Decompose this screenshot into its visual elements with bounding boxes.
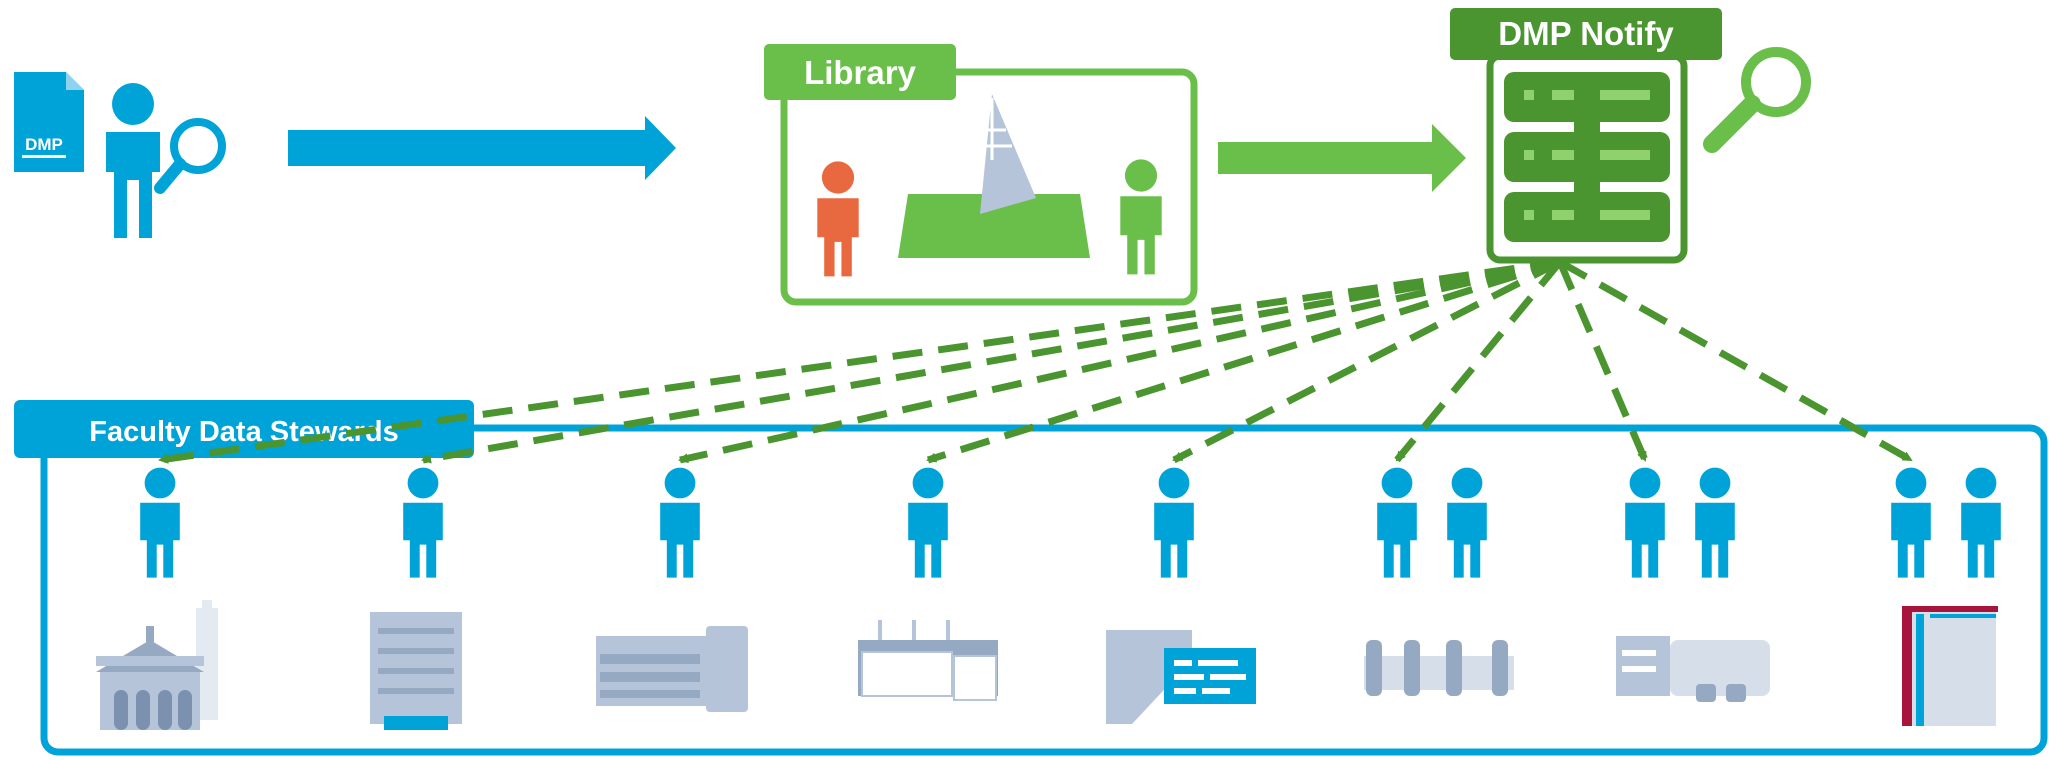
colonnade-building-icon: [1364, 640, 1514, 696]
tall-building-icon: [1902, 606, 1998, 726]
library-panel: Library: [764, 44, 1198, 306]
researcher-person-icon: [106, 83, 160, 238]
modern-building-icon: [1106, 630, 1256, 724]
dmp-document-label: DMP: [25, 135, 63, 154]
magnifier-icon: [154, 118, 226, 194]
lab-building-icon: [1616, 636, 1770, 702]
dmp-notify-tab: [1450, 8, 1722, 60]
dmp-notify-title: DMP Notify: [1498, 15, 1674, 52]
faculty-tab: [14, 400, 474, 458]
dmp-notify-server: DMP Notify: [1450, 8, 1722, 264]
notification-arrow: [678, 258, 1561, 464]
notification-arrow: [1556, 260, 1649, 462]
server-stack-icon: [1504, 72, 1670, 242]
platform-icon: [898, 194, 1090, 258]
notification-arrow: [421, 258, 1561, 464]
notification-arrow: [1172, 258, 1562, 464]
library-title: Library: [804, 54, 917, 91]
notification-arrows: [158, 258, 1913, 464]
office-building-icon: [596, 626, 748, 712]
library-tab: [764, 44, 956, 100]
pyramid-icon: [972, 94, 1036, 214]
notification-arrow: [1394, 259, 1563, 463]
campus-building-icon: [858, 620, 998, 701]
notification-arrow: [158, 258, 1561, 464]
faculty-panel: Faculty Data Stewards: [14, 400, 2048, 756]
blue-flow-arrow: [288, 116, 676, 180]
notify-magnifier-icon: [1703, 47, 1811, 153]
buildings-row: [96, 600, 1998, 730]
green-flow-arrow: [1218, 124, 1466, 192]
notification-arrow: [1558, 258, 1913, 464]
dmp-document-icon: DMP: [14, 72, 84, 172]
notification-arrow: [926, 258, 1562, 464]
tower-building-icon: [370, 612, 462, 730]
heritage-building-icon: [96, 600, 218, 730]
